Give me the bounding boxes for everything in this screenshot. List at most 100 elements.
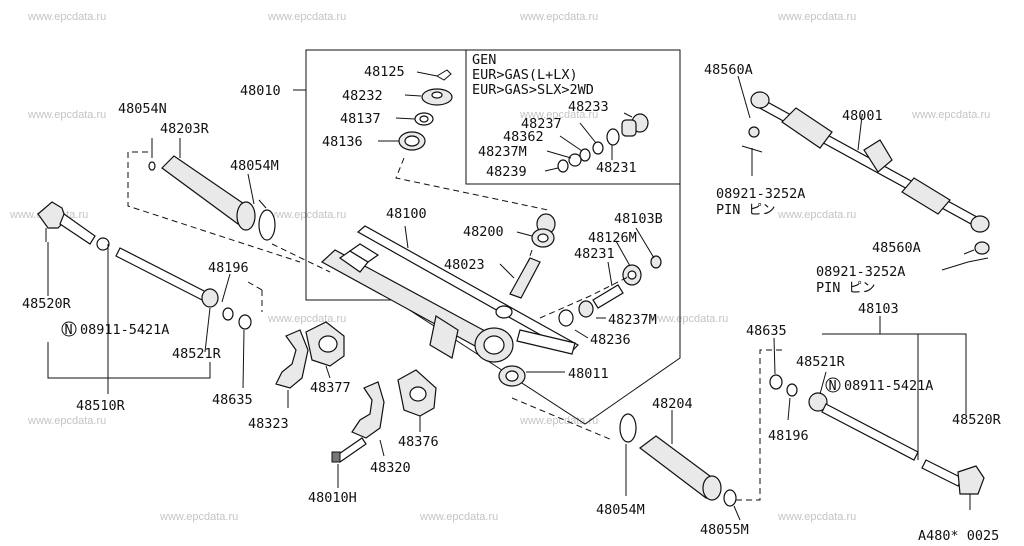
label-48560A-top: 48560A [704, 62, 753, 78]
label-48204: 48204 [652, 396, 693, 412]
label-48010H: 48010H [308, 490, 357, 506]
inner-rod-right [808, 371, 985, 510]
watermark: www.epcdata.ru [419, 511, 498, 523]
label-48635-left: 48635 [212, 392, 253, 408]
insulator-48376 [397, 369, 437, 432]
label-48236: 48236 [590, 332, 631, 348]
label-pin-text-top: PIN ピン [716, 202, 776, 218]
label-48196-right: 48196 [768, 428, 809, 444]
watermarks: www.epcdata.ru www.epcdata.ru www.epcdat… [9, 11, 990, 523]
gear-housing-48011 [320, 243, 576, 387]
label-48103: 48103 [858, 301, 899, 317]
label-48520R-left: 48520R [22, 296, 72, 312]
adjust-parts [539, 227, 662, 339]
clip-48054M-left [258, 199, 276, 241]
assembly-path [127, 151, 301, 263]
label-08911-left: 08911-5421A [80, 322, 169, 338]
gen-box-parts [544, 112, 649, 173]
label-48054N: 48054N [118, 101, 167, 117]
label-48237: 48237 [521, 116, 562, 132]
watermark: www.epcdata.ru [27, 109, 106, 121]
diagram-code: A480* 0025 [918, 528, 999, 544]
label-48231-box: 48231 [596, 160, 637, 176]
label-48560A-right: 48560A [872, 240, 921, 256]
clamp-48320 [351, 381, 385, 457]
label-48200: 48200 [463, 224, 504, 240]
bolt-48010H [331, 437, 367, 488]
label-48376: 48376 [398, 434, 439, 450]
n-marker-letter: N [829, 378, 837, 394]
group-bracket-48103 [822, 333, 967, 414]
label-48521R-left: 48521R [172, 346, 222, 362]
gen-line-1: GEN [472, 52, 496, 68]
assembly-path [736, 349, 782, 501]
boot-48204 [619, 410, 741, 521]
label-08911-right: 08911-5421A [844, 378, 933, 394]
label-pin-text-right: PIN ピン [816, 280, 876, 296]
castle-nut-48560A-top [737, 75, 763, 176]
dust-cover-48232 [404, 88, 453, 106]
label-48239: 48239 [486, 164, 527, 180]
gen-line-2: EUR>GAS(L+LX) [472, 67, 578, 83]
label-48232: 48232 [342, 88, 383, 104]
label-48023: 48023 [444, 257, 485, 273]
pinion-parts [495, 213, 556, 319]
label-48001: 48001 [842, 108, 883, 124]
label-48510R: 48510R [76, 398, 126, 414]
nut-left [96, 237, 110, 251]
label-48203R: 48203R [160, 121, 210, 137]
watermark: www.epcdata.ru [27, 415, 106, 427]
label-pin-code-top: 08921-3252A [716, 186, 805, 202]
lock-48196-right [786, 383, 798, 421]
group-bracket-48510R [47, 342, 211, 379]
washer-48635-right [769, 337, 783, 390]
gen-line-3: EUR>GAS>SLX>2WD [472, 82, 594, 98]
insulator-48377 [305, 321, 345, 379]
boot-48203R [148, 138, 256, 231]
watermark: www.epcdata.ru [267, 11, 346, 23]
gen-variant-box [465, 49, 681, 185]
watermark: www.epcdata.ru [911, 109, 990, 121]
label-48231: 48231 [574, 246, 615, 262]
label-48520R-right: 48520R [952, 412, 1002, 428]
watermark: www.epcdata.ru [777, 209, 856, 221]
label-48100: 48100 [386, 206, 427, 222]
watermark: www.epcdata.ru [649, 313, 728, 325]
label-48377: 48377 [310, 380, 351, 396]
label-48196-left: 48196 [208, 260, 249, 276]
watermark: www.epcdata.ru [777, 11, 856, 23]
label-48233: 48233 [568, 99, 609, 115]
label-48521R-right: 48521R [796, 354, 846, 370]
n-marker [61, 321, 77, 337]
watermark: www.epcdata.ru [777, 511, 856, 523]
clamp-48323 [275, 329, 309, 408]
seal-48125 [416, 69, 452, 81]
watermark: www.epcdata.ru [159, 511, 238, 523]
label-pin-code-right: 08921-3252A [816, 264, 905, 280]
watermark: www.epcdata.ru [519, 415, 598, 427]
label-48323: 48323 [248, 416, 289, 432]
label-48126M: 48126M [588, 230, 637, 246]
label-48320: 48320 [370, 460, 411, 476]
label-48635-right: 48635 [746, 323, 787, 339]
label-48010: 48010 [240, 83, 281, 99]
label-48054M-bottom: 48054M [596, 502, 645, 518]
rack-assembly-48001 [750, 91, 990, 233]
assembly-path [395, 157, 549, 211]
watermark: www.epcdata.ru [267, 209, 346, 221]
watermark: www.epcdata.ru [519, 11, 598, 23]
labels: 48010 48125 48232 48137 48136 GEN EUR>GA… [22, 52, 1002, 544]
label-48103B: 48103B [614, 211, 663, 227]
label-48055M: 48055M [700, 522, 749, 538]
label-48136: 48136 [322, 134, 363, 150]
n-marker-letter: N [65, 322, 73, 338]
label-48237M-box: 48237M [478, 144, 527, 160]
inner-rod-left [115, 247, 263, 389]
n-marker [825, 377, 841, 393]
nut-48137 [395, 112, 434, 126]
label-48237M: 48237M [608, 312, 657, 328]
watermark: www.epcdata.ru [519, 109, 598, 121]
label-48137: 48137 [340, 111, 381, 127]
watermark: www.epcdata.ru [27, 11, 106, 23]
